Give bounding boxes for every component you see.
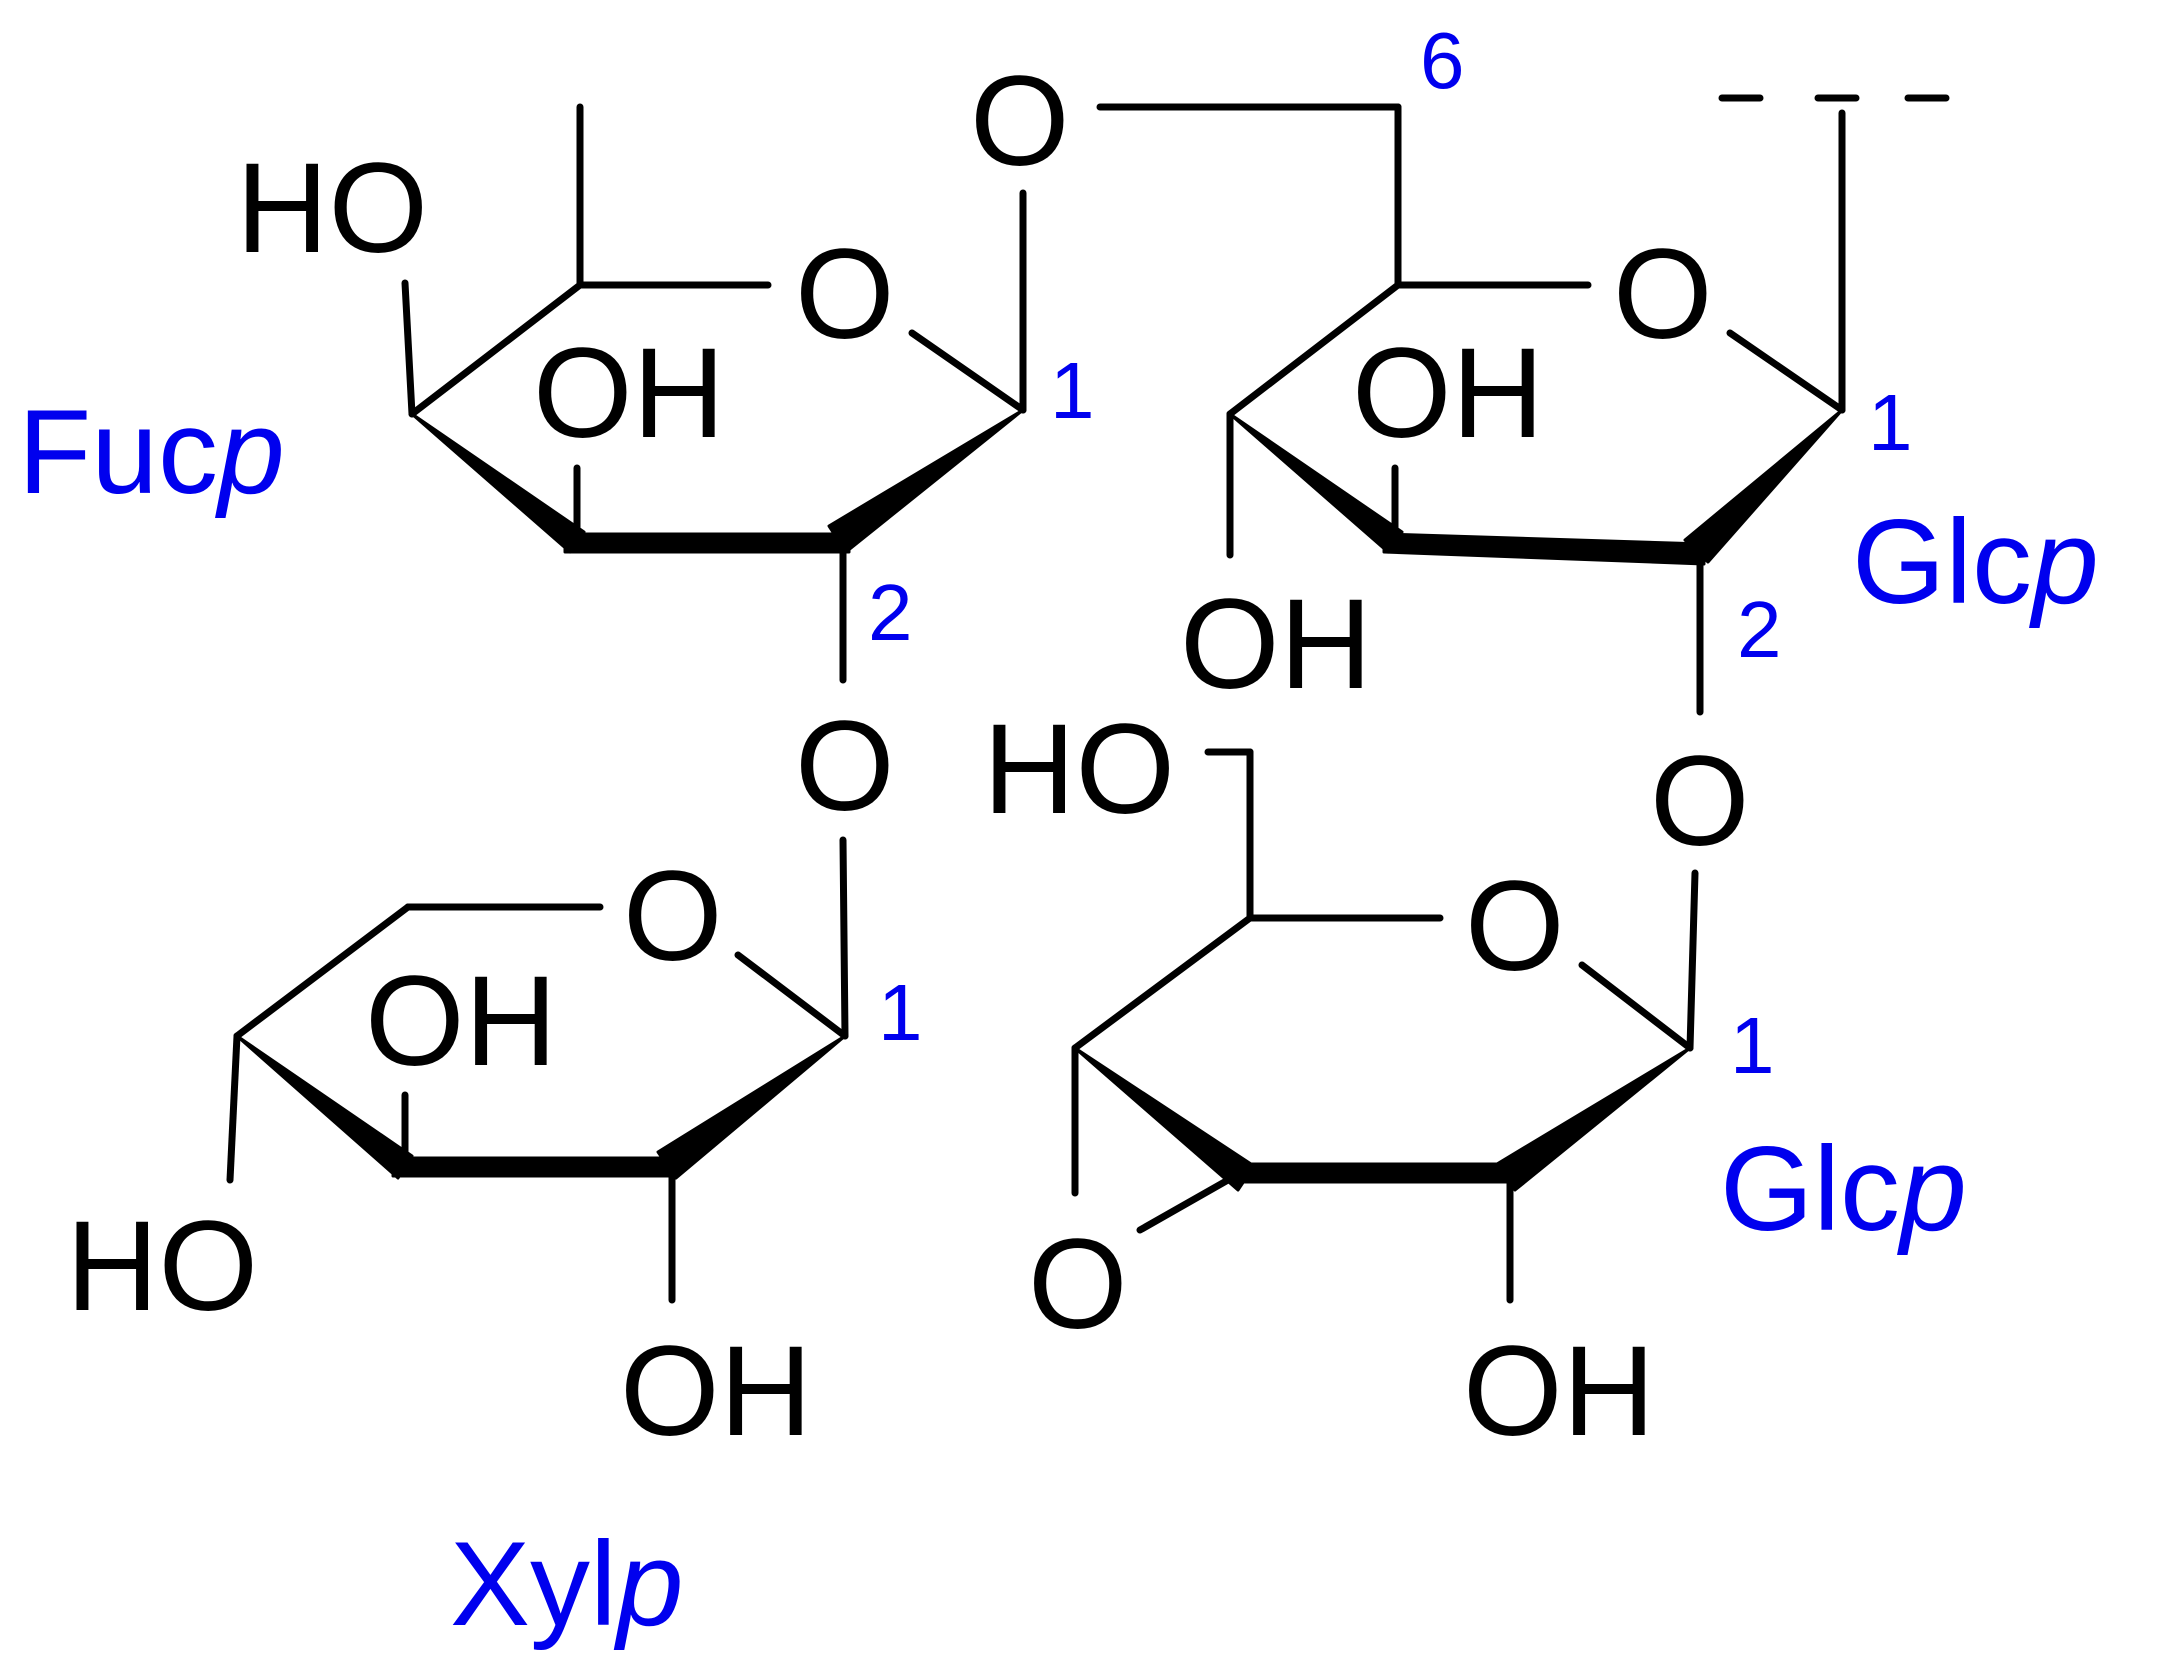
unit-label-xyl: Xylp [450, 1517, 683, 1651]
atom-glc-bottom-ring-o: O [1465, 855, 1565, 998]
atom-fuc-c3-oh: OH [533, 322, 725, 465]
atom-glc-top-ring-o: O [1613, 223, 1713, 366]
glc-bottom-bond-c5-c4 [1071, 914, 1254, 1052]
atom-xyl-c3-oh: OH [365, 950, 557, 1093]
atom-glc-top-c4-oh: OH [1180, 573, 1372, 716]
unit-label-fuc: Fucp [18, 385, 285, 519]
fuc-bond-o5-c1 [908, 329, 1027, 414]
atom-labels: HO O OH O O O OH OH O O OH HO OH HO O O … [66, 50, 1750, 1463]
glc-bottom-wedge-c4-c3 [1073, 1046, 1256, 1192]
position-numbers: 1 2 6 1 2 1 1 [868, 16, 1913, 1090]
xyl-ring [226, 836, 849, 1304]
fuc-bold-c3-c2 [563, 532, 851, 554]
glc-bottom-bold-c3-c2 [1230, 1162, 1518, 1184]
atom-link-o-fuc-xyl: O [795, 695, 895, 838]
xyl-bond-c4-oh [226, 1032, 241, 1184]
atom-glc-bottom-c2-oh: OH [1463, 1320, 1655, 1463]
pos-fuc-c1: 1 [1050, 346, 1095, 435]
atom-link-o-c1-c6: O [970, 50, 1070, 193]
xyl-wedge-c2-c1 [656, 1034, 847, 1180]
pos-glc-top-c2: 2 [1737, 585, 1782, 674]
glc-top-ring [1226, 109, 1846, 716]
fuc-bond-c4-oh [401, 279, 416, 418]
atom-fuc-ring-o: O [795, 223, 895, 366]
glc-bottom-bond-c1-o-up [1686, 869, 1699, 1052]
atom-xyl-c4-oh: HO [66, 1195, 258, 1338]
atom-fuc-c4-oh: HO [236, 137, 428, 280]
atom-glc-bottom-epoxide-o: O [1028, 1213, 1128, 1356]
glc-top-bold-c3-c2 [1382, 532, 1706, 566]
glc-bottom-bond-o5-c1 [1578, 961, 1694, 1052]
pos-glc-top-c1: 1 [1868, 378, 1913, 467]
fuc-wedge-c2-c1 [827, 408, 1025, 554]
unit-label-glc-top: Glcp [1852, 495, 2099, 629]
glc-bottom-wedge-c2-c1 [1495, 1046, 1692, 1192]
glc-top-bond-c5-c4 [1226, 281, 1402, 418]
pos-glc-bottom-c1: 1 [1730, 1001, 1775, 1090]
xyl-bold-c3-c2 [391, 1156, 680, 1178]
xyl-bond-o5-c1 [734, 951, 849, 1040]
pos-glc-top-c6: 6 [1420, 16, 1465, 105]
glc-bottom-ring [1071, 748, 1699, 1304]
atom-link-o-glc-glc: O [1650, 730, 1750, 873]
atom-glc-top-c3-oh: OH [1352, 322, 1544, 465]
pos-fuc-c2: 2 [868, 568, 913, 657]
atom-xyl-ring-o: O [623, 845, 723, 988]
atom-glc-bottom-c6-oh: HO [983, 698, 1175, 841]
fuc-bond-c5-c4 [408, 281, 584, 418]
pos-xyl-c1: 1 [878, 968, 923, 1057]
glc-top-wedge-c2-c1 [1683, 408, 1844, 564]
glc-top-bond-o5-c1 [1726, 329, 1846, 414]
atom-xyl-c2-oh: OH [620, 1320, 812, 1463]
residue-names: Fucp Glcp Glcp Xylp [18, 385, 2099, 1651]
unit-label-glc-bottom: Glcp [1720, 1122, 1967, 1256]
xyl-bond-c5-c4 [233, 903, 412, 1040]
glc-bottom-bond-oepox-c3 [1136, 1176, 1232, 1234]
fuc-ring [401, 103, 1027, 684]
xyl-bond-c1-o-up [839, 836, 849, 1040]
